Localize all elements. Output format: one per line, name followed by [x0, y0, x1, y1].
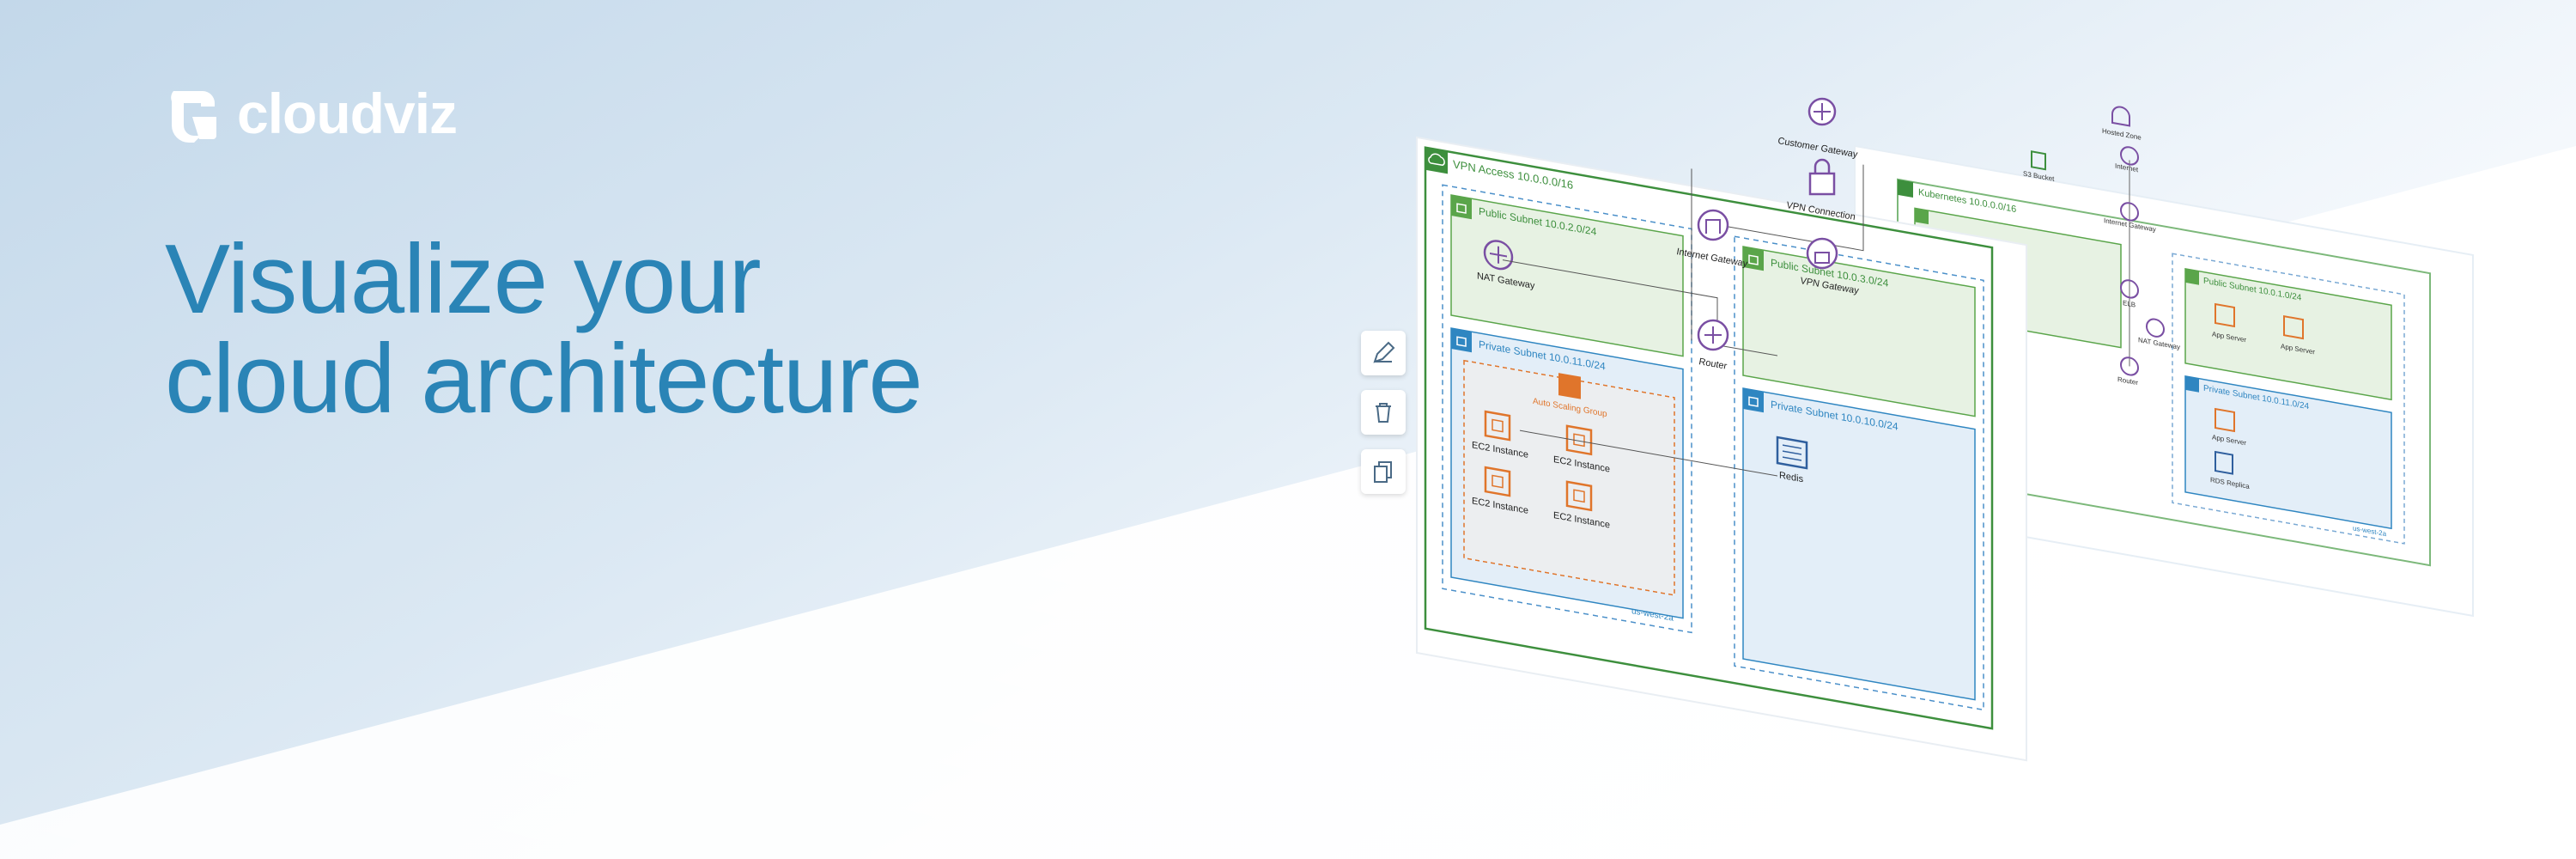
customer-gateway: Customer Gateway: [1777, 97, 1859, 160]
back-vpc-badge: [1898, 179, 1913, 198]
public-subnet-2: [1742, 246, 1976, 417]
headline-line-2: cloud architecture: [165, 325, 923, 434]
vpc-box: [1424, 146, 1994, 730]
headline-line-1: Visualize your: [165, 225, 762, 334]
brand-logo[interactable]: cloudviz: [167, 79, 458, 148]
back-public-subnet: [2184, 268, 2392, 401]
public-subnet-1: [1450, 194, 1684, 357]
router: Router: [1697, 319, 1729, 372]
architecture-diagram: Kubernetes 10.0.0.0/16 Public Subnet 10.…: [1416, 97, 2474, 762]
az2-box: [1734, 235, 1984, 711]
headline: Visualize your cloud architecture: [165, 225, 923, 434]
back-app-server-2: [2283, 314, 2304, 340]
private-subnet-1: [1450, 327, 1684, 619]
back-elb-label: ELB: [2123, 299, 2136, 309]
back-internet-icon: [2120, 146, 2139, 166]
copy-button[interactable]: [1361, 449, 1406, 494]
auto-scaling-group-box: [1463, 359, 1675, 596]
edit-button[interactable]: [1361, 331, 1406, 375]
back-elb-icon: [2120, 279, 2139, 299]
back-hosted-zone-label: Hosted Zone: [2102, 127, 2142, 142]
nat-gateway-icon: [1483, 240, 1514, 271]
vpc-badge: [1425, 147, 1448, 174]
pencil-icon: [1373, 341, 1395, 363]
brand-name: cloudviz: [237, 82, 458, 145]
trash-icon: [1376, 403, 1391, 423]
az1-box: [1442, 184, 1692, 634]
back-internet-gateway-icon: [2120, 202, 2139, 222]
back-az-box: [2172, 253, 2405, 545]
auto-scaling-group-icon: [1558, 373, 1581, 399]
back-s3-icon: [2031, 150, 2046, 171]
back-router-icon: [2120, 356, 2139, 376]
back-private-subnet: [2184, 375, 2392, 530]
back-router-label: Router: [2117, 375, 2138, 387]
cloudviz-logo-icon: [171, 91, 216, 143]
private-subnet-2: [1742, 387, 1976, 701]
back-app-server-3: [2215, 407, 2235, 433]
back-app-server-1: [2215, 302, 2235, 328]
copy-icon: [1374, 461, 1392, 483]
front-panel: VPN Access 10.0.0.0/16 us-west-2a Public…: [1416, 136, 2027, 762]
customer-gateway-label: Customer Gateway: [1777, 136, 1858, 160]
redis-icon: [1776, 436, 1808, 470]
delete-button[interactable]: [1361, 390, 1406, 435]
back-rds-replica: [2215, 450, 2233, 475]
redis-label: Redis: [1779, 470, 1804, 484]
router-label: Router: [1698, 356, 1728, 372]
back-hosted-zone-icon: [2111, 106, 2130, 127]
back-nat-gateway-icon: [2146, 318, 2165, 338]
diagram-toolbar: [1359, 331, 1407, 494]
